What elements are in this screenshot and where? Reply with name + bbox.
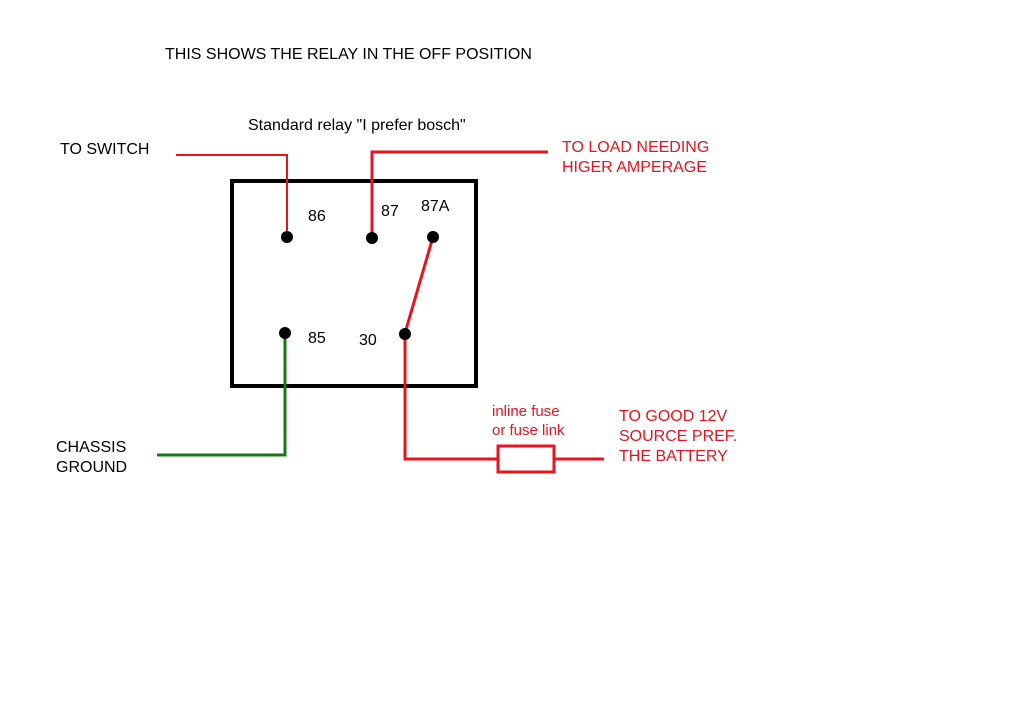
diagram-title: THIS SHOWS THE RELAY IN THE OFF POSITION — [165, 46, 532, 63]
source-label-line1: TO GOOD 12V — [619, 408, 728, 425]
source-label-line3: THE BATTERY — [619, 448, 728, 465]
pin-87-dot — [366, 232, 378, 244]
ground-wire — [157, 333, 287, 457]
pin-86-label: 86 — [308, 208, 326, 225]
pin-85-label: 85 — [308, 330, 326, 347]
pin-87a-label: 87A — [421, 198, 450, 215]
load-label-line2: HIGER AMPERAGE — [562, 159, 707, 176]
pin-30-label: 30 — [359, 332, 377, 349]
source-label-line2: SOURCE PREF. — [619, 428, 738, 445]
ground-label-line1: CHASSIS — [56, 439, 127, 456]
fuse-label-line1: inline fuse — [492, 403, 560, 420]
relay-switch-arm — [403, 236, 435, 334]
load-wire — [370, 150, 548, 237]
pin-87a-dot — [427, 231, 439, 243]
pin-87-label: 87 — [381, 203, 399, 220]
relay-caption: Standard relay "I prefer bosch" — [248, 117, 466, 134]
ground-label-line2: GROUND — [56, 459, 128, 476]
power-wire — [403, 333, 498, 461]
inline-fuse — [496, 444, 556, 474]
pin-85-dot — [279, 327, 291, 339]
fuse-label-line2: or fuse link — [492, 422, 565, 439]
pin-86-dot — [281, 231, 293, 243]
pin-30-dot — [399, 328, 411, 340]
to-switch-label: TO SWITCH — [60, 141, 150, 158]
relay-body — [230, 179, 478, 388]
switch-wire — [176, 154, 288, 237]
load-label-line1: TO LOAD NEEDING — [562, 139, 710, 156]
